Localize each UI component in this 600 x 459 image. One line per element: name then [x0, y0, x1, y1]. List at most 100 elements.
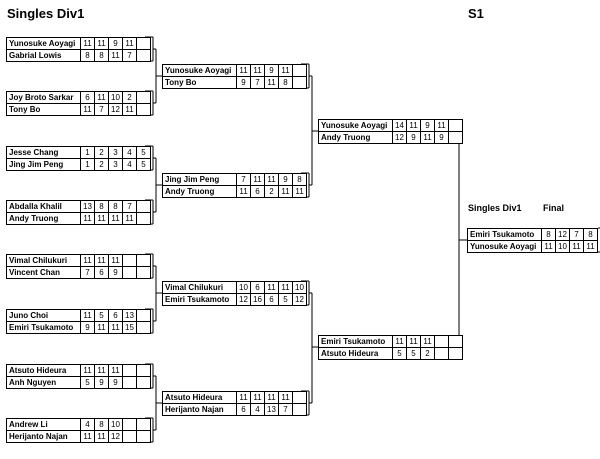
game-score: 11 — [278, 391, 293, 404]
game-score: 11 — [583, 240, 598, 253]
game-score: 14 — [392, 119, 407, 132]
player-name: Juno Choi — [6, 309, 81, 322]
game-score: 10 — [236, 281, 251, 294]
game-score: 12 — [108, 430, 123, 443]
game-score: 11 — [569, 240, 584, 253]
game-score: 7 — [80, 266, 95, 279]
player-name: Jing Jim Peng — [6, 158, 81, 171]
player-name: Yunosuke Aoyagi — [467, 240, 542, 253]
game-score: 4 — [122, 146, 137, 159]
game-score — [448, 347, 463, 360]
game-score: 6 — [108, 309, 123, 322]
game-score: 11 — [80, 254, 95, 267]
game-score — [292, 403, 307, 416]
game-score: 6 — [250, 185, 265, 198]
player-name: Herijanto Najan — [162, 403, 237, 416]
game-score: 10 — [292, 281, 307, 294]
game-score: 1 — [80, 146, 95, 159]
game-score: 9 — [264, 64, 279, 77]
game-score: 9 — [420, 119, 435, 132]
player-name: Tony Bo — [6, 103, 81, 116]
player-name: Joy Broto Sarkar — [6, 91, 81, 104]
game-score: 11 — [236, 64, 251, 77]
game-score: 3 — [108, 146, 123, 159]
game-score: 11 — [80, 364, 95, 377]
game-score — [434, 335, 449, 348]
game-score — [136, 212, 151, 225]
player-name: Yunosuke Aoyagi — [6, 37, 81, 50]
game-score: 11 — [108, 321, 123, 334]
game-score: 7 — [236, 173, 251, 186]
game-score: 11 — [80, 212, 95, 225]
player-name: Andy Truong — [6, 212, 81, 225]
game-score: 11 — [108, 212, 123, 225]
player-name: Emiri Tsukamoto — [6, 321, 81, 334]
game-score: 4 — [122, 158, 137, 171]
game-score: 6 — [94, 266, 109, 279]
player-name: Vimal Chilukuri — [162, 281, 237, 294]
game-score — [122, 430, 137, 443]
game-score — [136, 266, 151, 279]
game-score: 11 — [250, 64, 265, 77]
game-score: 11 — [94, 321, 109, 334]
player-name: Atsuto Hideura — [318, 347, 393, 360]
game-score: 7 — [94, 103, 109, 116]
player-name: Anh Nguyen — [6, 376, 81, 389]
game-score: 7 — [569, 228, 584, 241]
game-score: 11 — [264, 76, 279, 89]
game-score: 11 — [80, 430, 95, 443]
game-score: 9 — [108, 266, 123, 279]
game-score: 11 — [94, 91, 109, 104]
game-score: 7 — [250, 76, 265, 89]
game-score — [136, 376, 151, 389]
game-score: 9 — [278, 173, 293, 186]
game-score: 6 — [264, 293, 279, 306]
game-score — [434, 347, 449, 360]
game-score: 5 — [94, 309, 109, 322]
game-score: 12 — [292, 293, 307, 306]
game-score: 8 — [583, 228, 598, 241]
game-score: 4 — [250, 403, 265, 416]
game-score: 9 — [108, 37, 123, 50]
game-score: 11 — [278, 281, 293, 294]
game-score: 10 — [555, 240, 570, 253]
game-score: 11 — [406, 119, 421, 132]
game-score: 4 — [80, 418, 95, 431]
game-score: 11 — [94, 430, 109, 443]
game-score: 11 — [94, 364, 109, 377]
game-score: 11 — [392, 335, 407, 348]
game-score: 12 — [108, 103, 123, 116]
player-name: Andrew Li — [6, 418, 81, 431]
game-score: 11 — [278, 64, 293, 77]
game-score: 11 — [80, 103, 95, 116]
game-score: 3 — [108, 158, 123, 171]
player-name: Vimal Chilukuri — [6, 254, 81, 267]
player-name: Atsuto Hideura — [6, 364, 81, 377]
game-score — [448, 335, 463, 348]
game-score: 6 — [236, 403, 251, 416]
player-name: Atsuto Hideura — [162, 391, 237, 404]
player-name: Vincent Chan — [6, 266, 81, 279]
player-name: Abdalla Khalil — [6, 200, 81, 213]
game-score — [136, 103, 151, 116]
player-name: Emiri Tsukamoto — [318, 335, 393, 348]
game-score: 11 — [292, 185, 307, 198]
game-score: 5 — [80, 376, 95, 389]
player-name: Herijanto Najan — [6, 430, 81, 443]
player-name: Andy Truong — [162, 185, 237, 198]
game-score: 9 — [406, 131, 421, 144]
